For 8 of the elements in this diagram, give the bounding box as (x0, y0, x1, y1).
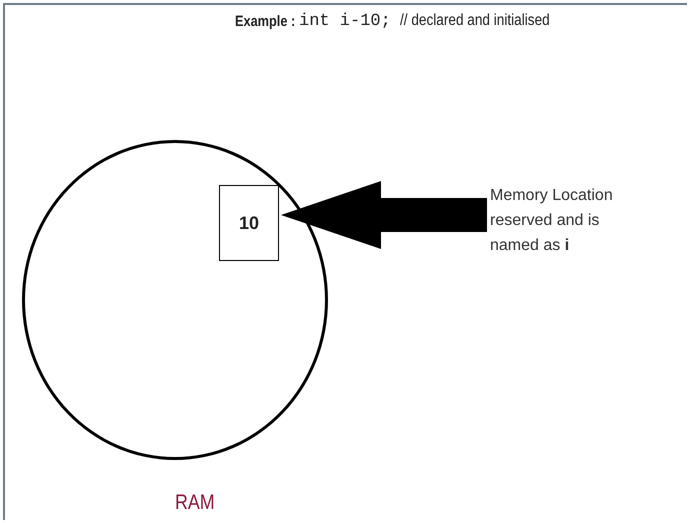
memory-caption: RAM (175, 491, 215, 515)
block-arrow (281, 181, 487, 249)
annotation-text: Memory Location reserved and is named as i (490, 186, 614, 256)
code-comment: // declared and initialised (400, 12, 550, 30)
value-text: 10 (238, 212, 260, 234)
example-label: Example : (235, 13, 296, 30)
code-text: int i-10; (299, 12, 391, 31)
value-box (219, 185, 279, 261)
